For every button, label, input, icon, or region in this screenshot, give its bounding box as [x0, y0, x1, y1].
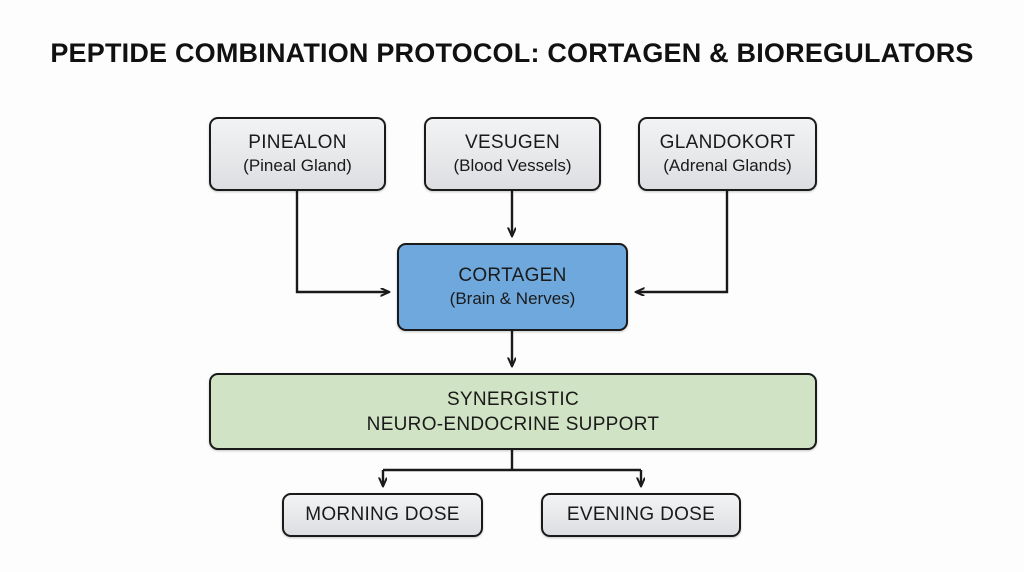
page-title: PEPTIDE COMBINATION PROTOCOL: CORTAGEN &…	[50, 38, 974, 68]
node-evening-dose[interactable]: EVENING DOSE	[541, 493, 741, 537]
node-glandokort[interactable]: GLANDOKORT (Adrenal Glands)	[638, 117, 817, 191]
node-synergy-line1: SYNERGISTIC	[446, 388, 580, 410]
node-pinealon-subtitle: (Pineal Gland)	[243, 156, 352, 175]
edge-glandokort-to-cortagen	[636, 191, 729, 292]
node-cortagen-title: CORTAGEN	[458, 265, 567, 286]
node-cortagen-subtitle: (Brain & Nerves)	[449, 289, 576, 308]
node-morning-dose-title: MORNING DOSE	[305, 504, 460, 525]
node-glandokort-title: GLANDOKORT	[659, 132, 796, 153]
node-glandokort-subtitle: (Adrenal Glands)	[663, 156, 792, 175]
node-cortagen[interactable]: CORTAGEN (Brain & Nerves)	[397, 243, 628, 331]
node-synergy-line2: NEURO-ENDOCRINE SUPPORT	[366, 413, 660, 435]
node-vesugen-subtitle: (Blood Vessels)	[453, 156, 572, 175]
node-vesugen-title: VESUGEN	[464, 132, 560, 153]
edge-pinealon-to-cortagen	[295, 191, 389, 292]
node-pinealon[interactable]: PINEALON (Pineal Gland)	[209, 117, 386, 191]
node-evening-dose-title: EVENING DOSE	[566, 504, 716, 525]
node-pinealon-title: PINEALON	[248, 132, 347, 153]
node-synergistic-support[interactable]: SYNERGISTIC NEURO-ENDOCRINE SUPPORT	[209, 373, 817, 450]
node-morning-dose[interactable]: MORNING DOSE	[282, 493, 483, 537]
node-vesugen[interactable]: VESUGEN (Blood Vessels)	[424, 117, 601, 191]
